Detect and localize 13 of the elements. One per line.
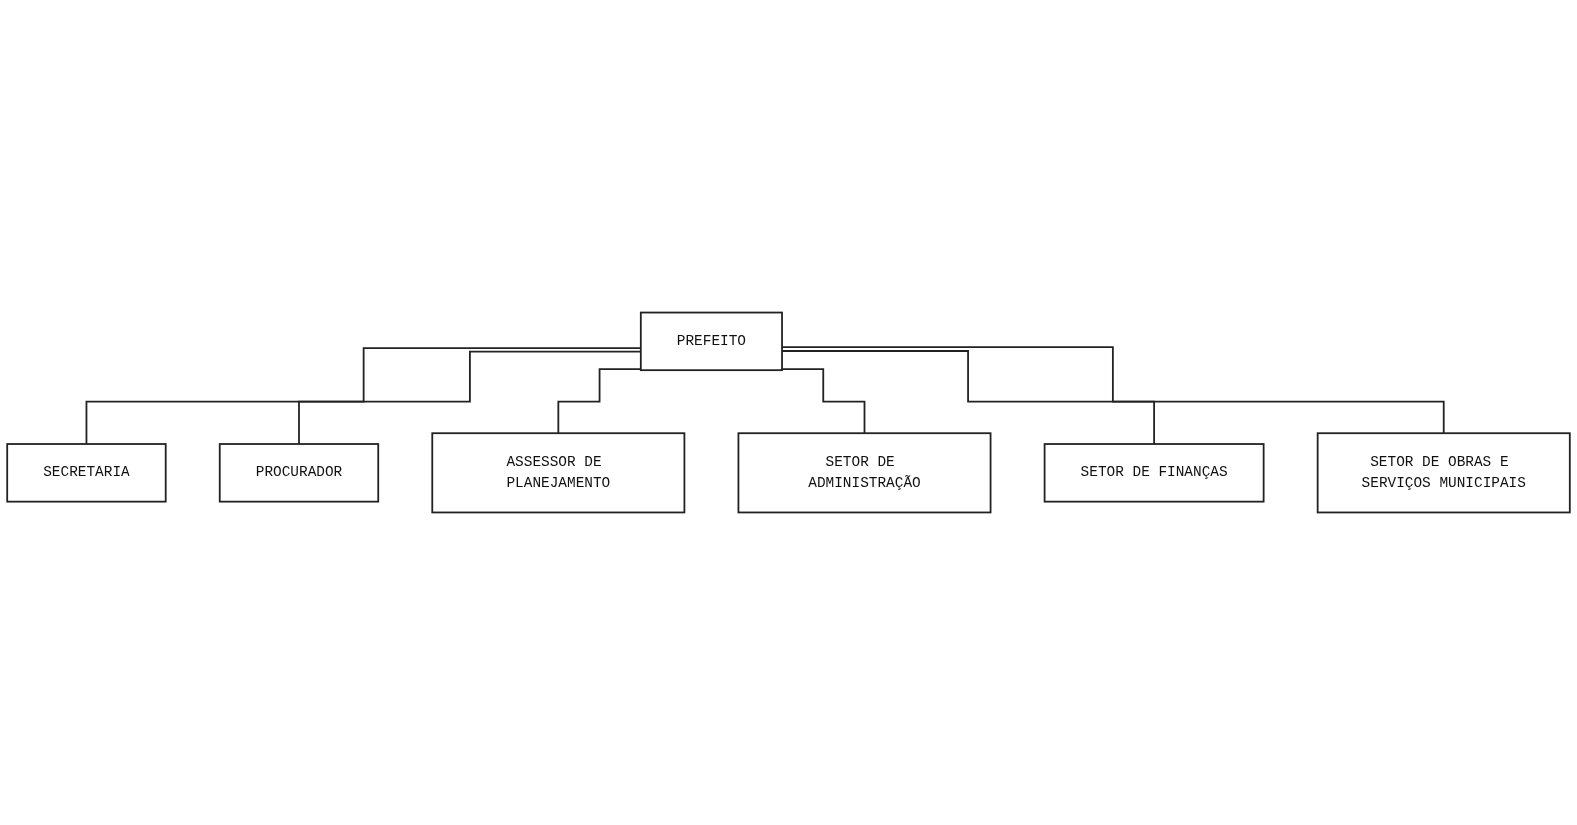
node-box <box>431 432 686 514</box>
node-box <box>639 311 783 372</box>
node-box <box>1043 443 1265 503</box>
node-box <box>1316 432 1571 514</box>
connector <box>85 347 642 445</box>
connector <box>781 350 1155 445</box>
connector <box>557 368 642 435</box>
node-box <box>218 443 380 503</box>
connector <box>781 346 1445 435</box>
connector <box>781 368 866 435</box>
node-box <box>6 443 167 503</box>
node-box <box>737 432 992 514</box>
connector <box>298 350 642 445</box>
